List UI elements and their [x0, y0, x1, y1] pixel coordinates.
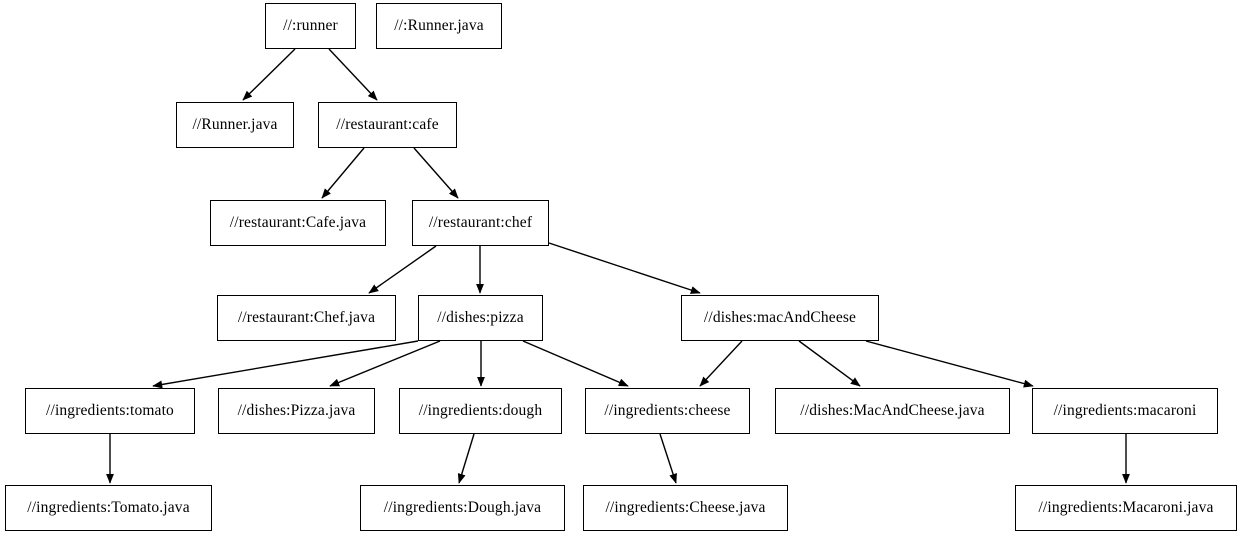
- graph-node-label: //restaurant:cafe: [336, 116, 439, 134]
- graph-edge-dishes_pizza-to-ingredients_tomato: [152, 340, 419, 389]
- graph-node-label: //ingredients:Dough.java: [383, 499, 542, 517]
- graph-node-label: //restaurant:Chef.java: [237, 309, 376, 327]
- graph-node-label: //dishes:Pizza.java: [237, 402, 356, 420]
- graph-edge-ingredients_dough-to-ingredients_dough_java: [457, 433, 475, 484]
- graph-node-restaurant_cafe_java[interactable]: //restaurant:Cafe.java: [210, 200, 386, 246]
- graph-node-label: //:runner: [283, 17, 338, 35]
- graph-node-runner[interactable]: //:runner: [265, 3, 356, 49]
- graph-edge-ingredients_cheese-to-ingredients_cheese_java: [659, 433, 677, 484]
- graph-node-label: //ingredients:Cheese.java: [605, 499, 766, 517]
- graph-node-ingredients_dough[interactable]: //ingredients:dough: [399, 388, 562, 434]
- graph-node-label: //dishes:macAndCheese: [703, 309, 857, 327]
- graph-edge-restaurant_cafe-to-restaurant_cafe_java: [321, 147, 365, 199]
- graph-node-dishes_pizza_java[interactable]: //dishes:Pizza.java: [218, 388, 375, 434]
- graph-edge-dishes_macandcheese-to-ingredients_cheese: [699, 340, 743, 387]
- graph-edge-restaurant_chef-to-dishes_macandcheese: [548, 242, 701, 294]
- graph-edge-dishes_macandcheese-to-dishes_macandcheese_java: [798, 340, 861, 387]
- graph-node-ingredients_tomato_java[interactable]: //ingredients:Tomato.java: [5, 485, 212, 531]
- graph-node-dishes_pizza[interactable]: //dishes:pizza: [418, 295, 543, 341]
- graph-node-label: //dishes:pizza: [437, 309, 524, 327]
- graph-node-label: //ingredients:tomato: [46, 402, 174, 420]
- graph-node-label: //ingredients:dough: [418, 402, 543, 420]
- graph-node-dishes_macandcheese_java[interactable]: //dishes:MacAndCheese.java: [775, 388, 1010, 434]
- graph-node-dishes_macandcheese[interactable]: //dishes:macAndCheese: [681, 295, 879, 341]
- graph-node-ingredients_dough_java[interactable]: //ingredients:Dough.java: [360, 485, 565, 531]
- graph-node-ingredients_macaroni[interactable]: //ingredients:macaroni: [1032, 388, 1218, 434]
- graph-node-runner_java[interactable]: //Runner.java: [176, 102, 294, 148]
- graph-node-label: //restaurant:Cafe.java: [229, 214, 367, 232]
- graph-node-ingredients_cheese[interactable]: //ingredients:cheese: [585, 388, 750, 434]
- graph-edge-dishes_macandcheese-to-ingredients_macaroni: [865, 340, 1034, 388]
- graph-node-label: //ingredients:macaroni: [1053, 402, 1197, 420]
- graph-node-label: //dishes:MacAndCheese.java: [800, 402, 985, 420]
- graph-node-label: //ingredients:Macaroni.java: [1038, 499, 1214, 517]
- graph-node-label: //ingredients:cheese: [604, 402, 731, 420]
- graph-node-ingredients_macaroni_java[interactable]: //ingredients:Macaroni.java: [1015, 485, 1237, 531]
- graph-node-restaurant_cafe[interactable]: //restaurant:cafe: [318, 102, 457, 148]
- graph-node-ingredients_tomato[interactable]: //ingredients:tomato: [25, 388, 195, 434]
- graph-edge-dishes_pizza-to-dishes_pizza_java: [329, 340, 441, 387]
- graph-edge-runner-to-runner_java: [242, 48, 296, 101]
- graph-node-label: //Runner.java: [192, 116, 278, 134]
- graph-edge-restaurant_cafe-to-restaurant_chef: [413, 147, 459, 199]
- graph-edge-restaurant_chef-to-restaurant_chef_java: [368, 245, 437, 294]
- graph-node-label: //ingredients:Tomato.java: [27, 499, 190, 517]
- graph-node-label: //restaurant:chef: [428, 214, 533, 232]
- graph-node-ingredients_cheese_java[interactable]: //ingredients:Cheese.java: [583, 485, 788, 531]
- graph-node-restaurant_chef_java[interactable]: //restaurant:Chef.java: [217, 295, 396, 341]
- graph-node-label: //:Runner.java: [394, 17, 484, 35]
- graph-edge-dishes_pizza-to-ingredients_cheese: [522, 340, 629, 387]
- graph-node-restaurant_chef[interactable]: //restaurant:chef: [412, 200, 549, 246]
- graph-node-root_runner_java[interactable]: //:Runner.java: [376, 3, 502, 49]
- graph-edge-runner-to-restaurant_cafe: [328, 48, 378, 101]
